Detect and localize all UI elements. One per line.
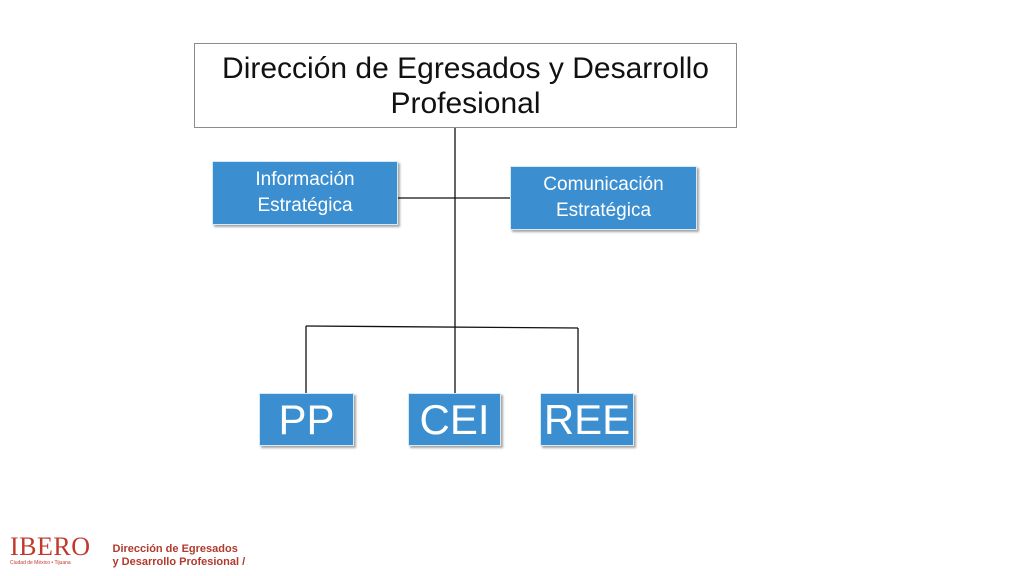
node-comunicacion-line1: Comunicación bbox=[543, 174, 664, 195]
node-comunicacion-line2: Estratégica bbox=[555, 200, 652, 221]
logo-wordmark: IBERO bbox=[10, 532, 91, 561]
logo-subtitle: Ciudad de México • Tijuana bbox=[10, 560, 71, 566]
footer-department: Dirección de Egresados y Desarrollo Prof… bbox=[113, 534, 246, 569]
footer-text-line2: y Desarrollo Profesional / bbox=[112, 556, 246, 568]
footer-branding: IBERO Ciudad de México • Tijuana Direcci… bbox=[10, 534, 245, 570]
ibero-logo: IBERO Ciudad de México • Tijuana bbox=[10, 534, 91, 567]
root-node-line2: Profesional bbox=[390, 86, 541, 120]
root-node-line1: Dirección de Egresados y Desarrollo bbox=[222, 51, 709, 85]
node-cei: CEI bbox=[408, 393, 501, 446]
node-pp: PP bbox=[259, 393, 354, 446]
node-ree: REE bbox=[540, 393, 634, 446]
children-bar-line bbox=[305, 325, 579, 329]
root-node: Dirección de Egresados y Desarrollo Prof… bbox=[194, 43, 737, 128]
node-comunicacion-estrategica: Comunicación Estratégica bbox=[510, 166, 697, 230]
node-informacion-line2: Estratégica bbox=[257, 195, 353, 216]
footer-text-line1: Dirección de Egresados bbox=[112, 543, 238, 555]
node-informacion-estrategica: Información Estratégica bbox=[212, 161, 398, 225]
node-informacion-line1: Información bbox=[255, 169, 355, 190]
